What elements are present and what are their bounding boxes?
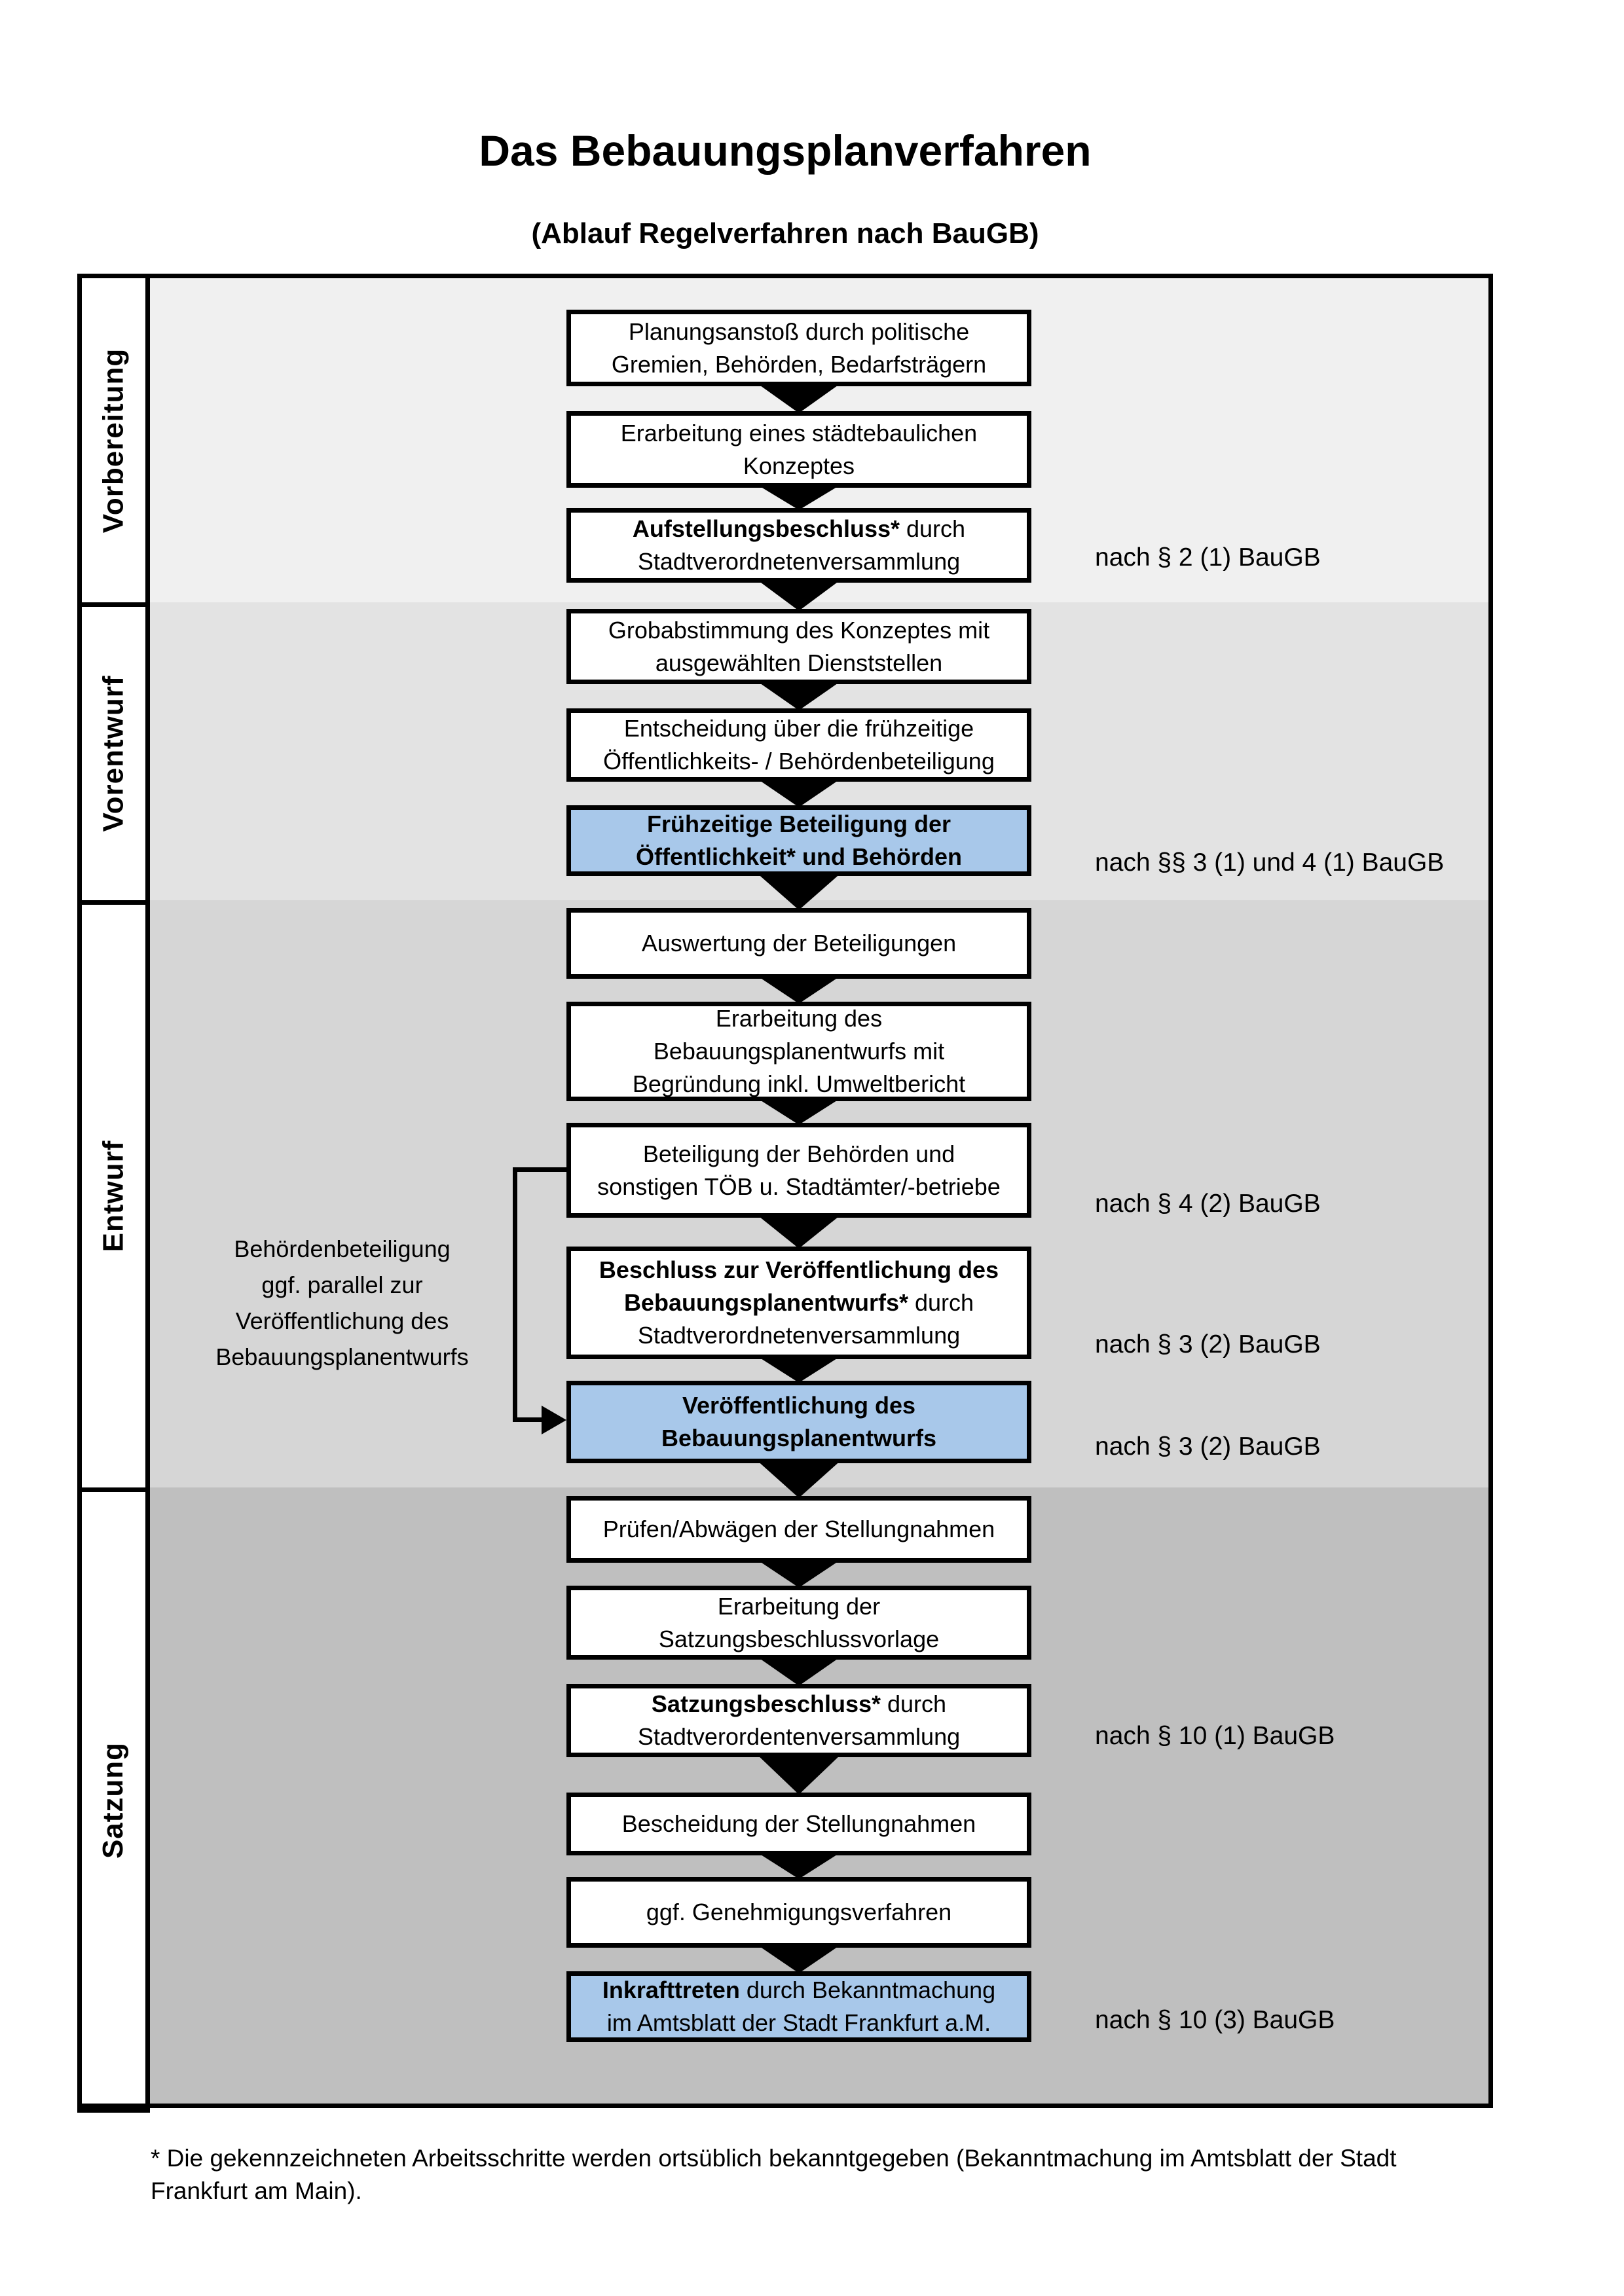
down-arrow-icon [756,1355,842,1383]
flow-box-text: Beteiligung der Behörden und sonstigen T… [597,1140,1001,1200]
bracket-line-vertical [513,1167,517,1422]
bracket-line-top [513,1167,570,1172]
phase-label: Vorbereitung [97,348,130,533]
flow-box: ggf. Genehmigungsverfahren [566,1877,1031,1948]
down-arrow-icon [756,382,842,413]
down-arrow-icon [756,1851,842,1879]
flow-box-text: Entscheidung über die frühzeitige Öffent… [603,715,995,774]
down-arrow-icon [756,579,842,611]
flow-box: Erarbeitung eines städtebaulichen Konzep… [566,411,1031,488]
page-title: Das Bebauungsplanverfahren [479,126,1092,175]
flow-box: Erarbeitung der Satzungsbeschlussvorlage [566,1586,1031,1660]
down-arrow-icon [756,1944,842,1973]
flow-box-highlighted: Frühzeitige Beteiligung der Öffentlichke… [566,805,1031,876]
law-reference: nach § 10 (3) BauGB [1095,2006,1335,2034]
flow-box: Grobabstimmung des Konzeptes mit ausgewä… [566,609,1031,684]
law-reference: nach § 10 (1) BauGB [1095,1722,1335,1750]
law-reference: nach § 3 (2) BauGB [1095,1432,1321,1461]
flow-box-text: Planungsanstoß durch politische Gremien,… [611,318,987,378]
flow-box-text: Auswertung der Beteiligungen [641,930,957,957]
down-arrow-icon [756,1753,842,1795]
down-arrow-icon [756,1656,842,1686]
phase-cell-satzung: Satzung [77,1487,150,2113]
down-arrow-icon [756,872,842,910]
phase-label: Vorentwurf [97,675,130,832]
flow-box-text: Grobabstimmung des Konzeptes mit ausgewä… [608,616,990,676]
down-arrow-icon [756,1559,842,1588]
phase-label: Satzung [97,1741,130,1859]
flow-box-text: Veröffentlichung des Bebauungsplanentwur… [661,1392,937,1451]
phase-cell-entwurf: Entwurf [77,900,150,1492]
phase-cell-vorbereitung: Vorbereitung [77,274,150,607]
law-reference: nach § 4 (2) BauGB [1095,1190,1321,1218]
law-reference: nach § 2 (1) BauGB [1095,543,1321,572]
flow-box-highlighted: Veröffentlichung des Bebauungsplanentwur… [566,1381,1031,1463]
footnote: * Die gekennzeichneten Arbeitsschritte w… [151,2145,1397,2204]
page-subtitle: (Ablauf Regelverfahren nach BauGB) [531,217,1039,249]
down-arrow-icon [756,1459,842,1498]
flow-box-text: Bescheidung der Stellungnahmen [621,1810,976,1837]
bracket-line-bottom [513,1417,544,1422]
down-arrow-icon [756,778,842,807]
flow-box: Planungsanstoß durch politische Gremien,… [566,310,1031,386]
flow-box-text: Beschluss zur Veröffentlichung des Bebau… [599,1256,999,1349]
flow-box: Bescheidung der Stellungnahmen [566,1793,1031,1855]
flow-box: Erarbeitung des Bebauungsplanentwurfs mi… [566,1002,1031,1101]
down-arrow-icon [756,975,842,1004]
down-arrow-icon [756,484,842,510]
flow-box-text: ggf. Genehmigungsverfahren [646,1899,952,1925]
flow-box: Satzungsbeschluss* durch Stadtverordente… [566,1684,1031,1757]
flow-box-text: Erarbeitung der Satzungsbeschlussvorlage [658,1592,940,1652]
flow-box: Aufstellungsbeschluss* durch Stadtverord… [566,508,1031,583]
phase-label: Entwurf [97,1140,130,1252]
flow-box: Beteiligung der Behörden und sonstigen T… [566,1123,1031,1218]
flow-box-text: Frühzeitige Beteiligung der Öffentlichke… [635,811,963,870]
down-arrow-icon [756,1097,842,1125]
phase-cell-vorentwurf: Vorentwurf [77,602,150,905]
law-reference: nach § 3 (2) BauGB [1095,1330,1321,1358]
flow-box-text: Erarbeitung des Bebauungsplanentwurfs mi… [632,1005,966,1097]
flow-box: Prüfen/Abwägen der Stellungnahmen [566,1496,1031,1563]
flow-box-text: Aufstellungsbeschluss* durch Stadtverord… [632,515,966,575]
flow-box-text: Prüfen/Abwägen der Stellungnahmen [602,1516,995,1542]
flow-box: Auswertung der Beteiligungen [566,908,1031,979]
side-note: Behördenbeteiligung ggf. parallel zur Ve… [215,1235,469,1370]
right-arrow-icon [542,1406,566,1434]
down-arrow-icon [756,1214,842,1248]
law-reference: nach §§ 3 (1) und 4 (1) BauGB [1095,848,1445,877]
flow-box: Beschluss zur Veröffentlichung des Bebau… [566,1247,1031,1359]
flow-box-highlighted: Inkrafttreten durch Bekanntmachung im Am… [566,1971,1031,2042]
flow-box-text: Satzungsbeschluss* durch Stadtverordente… [637,1690,961,1750]
flow-box: Entscheidung über die frühzeitige Öffent… [566,708,1031,782]
flow-box-text: Inkrafttreten durch Bekanntmachung im Am… [602,1977,996,2036]
down-arrow-icon [756,680,842,710]
flow-box-text: Erarbeitung eines städtebaulichen Konzep… [620,419,978,479]
